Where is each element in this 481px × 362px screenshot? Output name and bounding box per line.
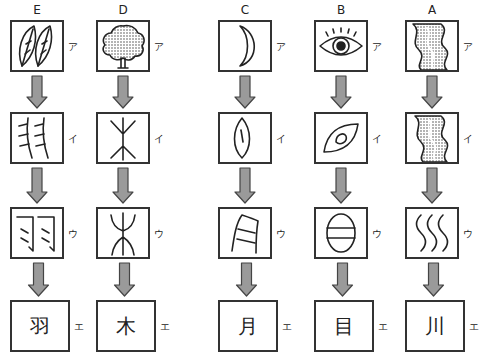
column-letter: D — [118, 4, 127, 16]
block-arrow — [422, 76, 442, 108]
block-arrow — [27, 76, 47, 108]
picture-box: ウ — [10, 207, 64, 259]
picture-box: ウ — [314, 207, 368, 259]
feather-oracle — [19, 118, 48, 158]
stage-kana: イ — [68, 134, 78, 144]
picture-box: イ — [405, 112, 459, 164]
character-box: 木エ — [96, 300, 156, 352]
block-arrow — [331, 168, 351, 203]
picture-box: ア — [96, 20, 150, 72]
picture-box: ウ — [405, 207, 459, 259]
stage-kana: ウ — [276, 229, 286, 239]
block-arrow — [115, 263, 135, 296]
moon-seal — [232, 215, 258, 253]
character-box: 羽エ — [10, 300, 70, 352]
column-letter: B — [337, 4, 345, 16]
stage-kana: イ — [276, 134, 286, 144]
block-arrow — [113, 168, 133, 203]
column-letter: E — [33, 4, 41, 16]
eye-seal — [327, 214, 355, 252]
block-arrow — [424, 263, 444, 296]
stage-kana: イ — [372, 134, 382, 144]
picture-box: ア — [405, 20, 459, 72]
picture-box: ア — [218, 20, 272, 72]
stage-kana: エ — [282, 322, 292, 332]
block-arrow — [235, 76, 255, 108]
block-arrow — [333, 263, 353, 296]
tree-seal — [111, 213, 135, 255]
stage-kana: ア — [276, 42, 286, 52]
stage-kana: ウ — [463, 229, 473, 239]
river-seal — [417, 215, 448, 251]
block-arrow — [235, 168, 255, 203]
stage-kana: ウ — [372, 229, 382, 239]
river-oracle — [415, 116, 448, 162]
stage-kana: エ — [160, 322, 170, 332]
block-arrow — [27, 168, 47, 203]
stage-kana: ア — [68, 42, 78, 52]
picture-box: ウ — [218, 207, 272, 259]
stage-kana: イ — [154, 134, 164, 144]
character-box: 川エ — [405, 300, 465, 352]
moon-oracle — [235, 118, 250, 158]
tree-oracle — [111, 118, 135, 160]
feather-picture — [20, 26, 52, 66]
column-letter: C — [241, 4, 249, 16]
tree-picture — [103, 25, 144, 68]
eye-oracle — [324, 124, 358, 152]
column-letter: A — [428, 4, 436, 16]
stage-kana: ア — [372, 42, 382, 52]
picture-box: イ — [218, 112, 272, 164]
picture-box: イ — [96, 112, 150, 164]
stage-kana: ウ — [68, 229, 78, 239]
picture-box: ア — [314, 20, 368, 72]
block-arrow — [113, 76, 133, 108]
picture-box: ウ — [96, 207, 150, 259]
kanji-character: 木 — [98, 316, 154, 336]
stage-kana: エ — [74, 322, 84, 332]
kanji-character: 目 — [316, 316, 372, 336]
block-arrow — [422, 168, 442, 203]
stage-kana: エ — [378, 322, 388, 332]
moon-picture — [240, 26, 254, 66]
stage-kana: イ — [463, 134, 473, 144]
stage-kana: エ — [469, 322, 479, 332]
kanji-character: 川 — [407, 316, 463, 336]
river-picture — [413, 24, 448, 70]
stage-kana: ア — [154, 42, 164, 52]
character-box: 目エ — [314, 300, 374, 352]
picture-box: イ — [10, 112, 64, 164]
character-box: 月エ — [218, 300, 278, 352]
stage-kana: ア — [463, 42, 473, 52]
kanji-character: 羽 — [12, 316, 68, 336]
picture-box: ア — [10, 20, 64, 72]
block-arrow — [29, 263, 49, 296]
block-arrow — [237, 263, 257, 296]
eye-picture — [320, 28, 362, 55]
stage-kana: ウ — [154, 229, 164, 239]
kanji-character: 月 — [220, 316, 276, 336]
feather-seal — [17, 217, 54, 251]
block-arrow — [331, 76, 351, 108]
picture-box: イ — [314, 112, 368, 164]
